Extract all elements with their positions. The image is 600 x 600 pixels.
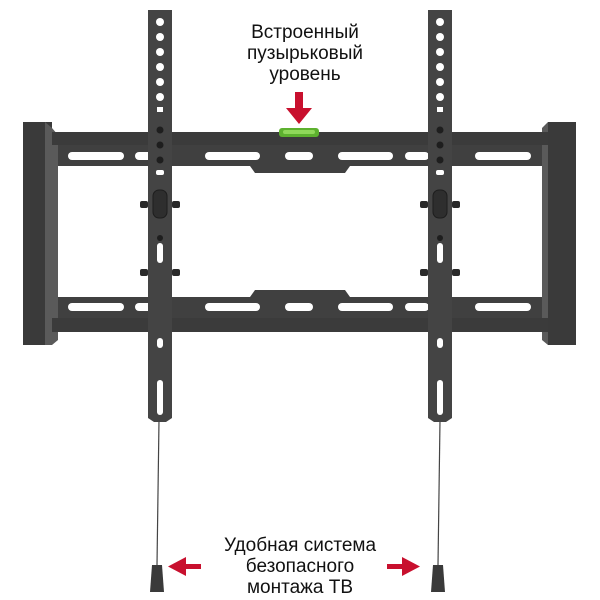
caption-line: Удобная система [223, 535, 377, 556]
caption-line: уровень [269, 64, 341, 85]
right-end-cap [542, 122, 576, 345]
safe-mount-caption: Удобная система безопасного монтажа ТВ [205, 535, 395, 598]
right-pull-cord [431, 419, 445, 592]
caption-line: монтажа ТВ [246, 577, 353, 598]
left-pull-cord [150, 419, 164, 592]
bubble-level-caption: Встроенный пузырьковый уровень [230, 22, 380, 85]
right-vertical-arm [420, 10, 460, 422]
arrow-down-icon [286, 92, 312, 124]
left-vertical-arm [140, 10, 180, 422]
caption-line: пузырьковый [246, 43, 364, 64]
top-rail [52, 132, 548, 173]
arrow-right-icon [387, 557, 420, 576]
caption-line: безопасного [245, 556, 355, 577]
bubble-level-icon [279, 128, 319, 137]
bottom-rail [52, 290, 548, 332]
left-end-cap [23, 122, 58, 345]
arrow-left-icon [168, 557, 201, 576]
caption-line: Встроенный [251, 22, 359, 43]
